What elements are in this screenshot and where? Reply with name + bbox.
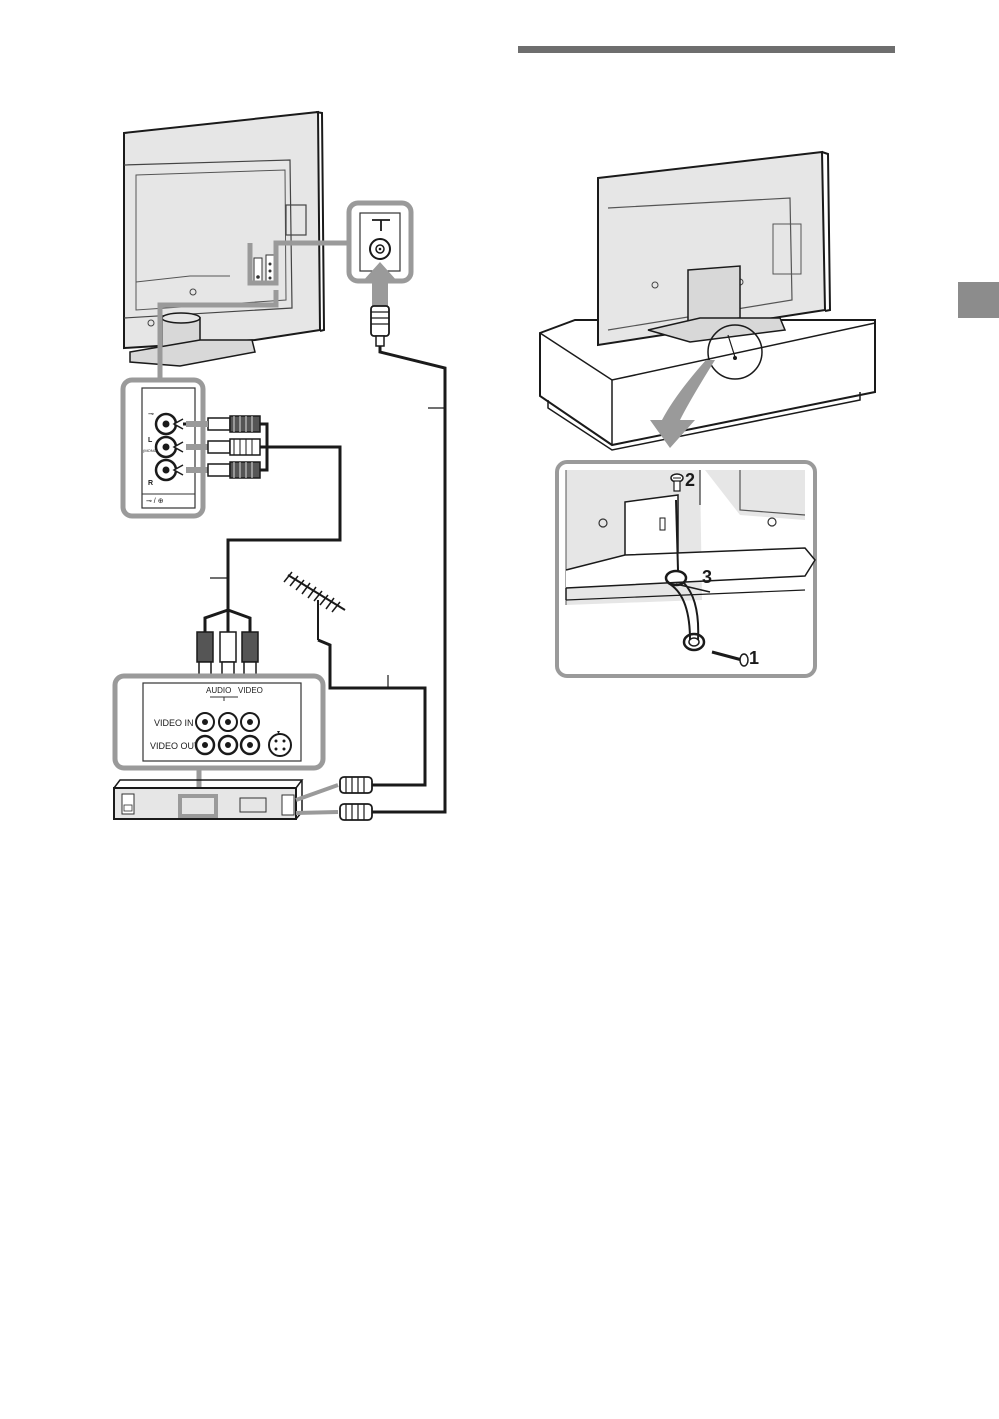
svg-text:⊸ / ⊕: ⊸ / ⊕ bbox=[146, 498, 164, 505]
coax-plug-icon bbox=[371, 306, 389, 346]
label-mono: (MONO) bbox=[143, 448, 159, 453]
svg-text:▾: ▾ bbox=[277, 730, 280, 736]
step-2-label: 2 bbox=[685, 470, 695, 490]
coax-cable-tv bbox=[372, 346, 445, 812]
label-audio: AUDIO bbox=[206, 686, 231, 695]
label-video-out: VIDEO OUT bbox=[150, 741, 200, 751]
antenna-icon bbox=[284, 572, 345, 640]
vcr-icon bbox=[114, 780, 302, 819]
label-video-in: VIDEO IN bbox=[154, 718, 194, 728]
tv-back-icon bbox=[598, 152, 830, 345]
heading-rule bbox=[518, 46, 895, 53]
label-video: VIDEO bbox=[238, 686, 263, 695]
section-tab bbox=[958, 282, 999, 318]
tv-back-icon bbox=[124, 112, 324, 366]
step-3-label: 3 bbox=[702, 567, 712, 587]
tv-securing-diagram: 2 3 1 bbox=[540, 152, 875, 676]
step-1-label: 1 bbox=[749, 648, 759, 668]
vcr-panel-callout: AUDIO VIDEO VIDEO IN VIDEO OUT ▾ bbox=[115, 676, 323, 768]
label-r: R bbox=[148, 480, 153, 487]
label-l: L bbox=[148, 437, 153, 444]
coax-plug-icon bbox=[340, 777, 372, 820]
strap-detail-callout bbox=[557, 462, 815, 676]
vcr-connection-diagram: ⊸ L (MONO) R ⊸ / ⊕ bbox=[114, 112, 445, 820]
svg-text:⊸: ⊸ bbox=[148, 411, 154, 418]
antenna-cable bbox=[318, 640, 425, 785]
